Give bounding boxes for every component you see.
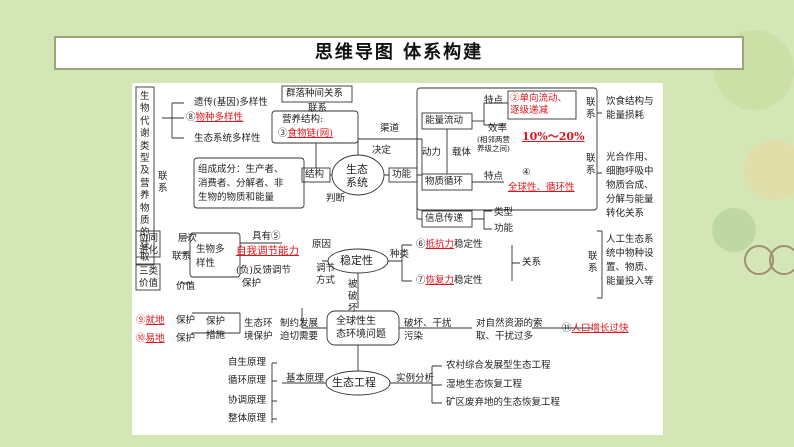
reason-label: 原因 [312,239,331,251]
info-function: 功能 [494,223,513,235]
cycle-feature-value: 全球性、循环性 [508,182,575,194]
in-situ-conservation: ⑨就地 [136,315,165,327]
carrier-label: 载体 [452,147,471,159]
basic-principles-label: 基本原理 [286,373,324,385]
eco-engineering: 生态工程 [332,377,376,389]
resilience-stability: ⑦恢复力稳定性 [416,275,483,287]
example-mine: 矿区废弃地的生态恢复工程 [446,397,560,409]
env-protection: 生态环 境保护 [244,317,273,343]
self-regulation: 自我调节能力 [236,245,299,257]
stability-link: 联 系 [588,251,598,275]
principle-cycle: 循环原理 [228,375,266,387]
cycle-feature-label: 特点 [484,171,503,183]
nutrition-structure-label: 营养结构: [282,114,323,126]
protect-measures: 保护措施 [206,315,225,343]
value-label: 价值 [176,281,195,293]
kind-label: 种类 [390,249,409,261]
efficiency-label: 效率 [488,123,507,135]
info-transfer: 信息传递 [425,213,463,225]
energy-link-2: 联系 [586,153,596,177]
constraint-label: 制约发展 迫切需要 [280,317,318,343]
power-label: 动力 [422,147,441,159]
damage-label: 破坏、干扰 污染 [404,317,452,343]
energy-flow: 能量流动 [425,115,463,127]
regulation-way: 调节 方式 [316,263,335,287]
energy-feature-value: ②单向流动、逐级递减 [510,93,576,117]
protect-label-2: 保护 [176,333,195,345]
bio-link-label: 联系 [172,251,191,263]
food-chain: ③食物链(网) [278,128,333,140]
example-rural: 农村综合发展型生态工程 [446,360,551,372]
destroyed-label: 被 破 坏 [348,279,358,315]
global-env-problem: 全球性生 态环境问题 [336,315,386,341]
page-title: 思维导图 体系构建 [56,38,742,68]
protect-label-1: 保护 [176,315,195,327]
energy-link-1: 联系 [586,97,596,121]
principle-self: 自生原理 [228,357,266,369]
energy-feature-label: 特点 [484,95,503,107]
level-label: 层次 [178,233,197,245]
relation-label: 关系 [522,257,541,269]
ecosystem-composition: 组成成分：生产者、 消费者、分解者、非 生物的物质和能量 [198,163,284,205]
species-diversity: ⑧物种多样性 [186,112,243,124]
population-growth: ⑪人口增长过快 [562,323,629,335]
structure-label: 结构 [305,169,324,181]
link-label-1: 联系 [158,171,168,195]
decide-label: 决定 [372,145,391,157]
negative-feedback: (负)反馈调节 [236,265,291,277]
info-type: 类型 [494,207,513,219]
community-relations: 群落种间关系 [286,88,343,100]
coevolution-box: 协同进化 [139,233,158,257]
three-values-box: 三类价值 [139,266,158,290]
example-wetland: 湿地生态恢复工程 [446,379,522,391]
stability-node: 稳定性 [340,255,373,267]
function-label: 功能 [392,169,411,181]
artificial-ecosystem-note: 人工生态系 统中物种设 置、物质、 能量投入等 [606,233,654,289]
efficiency-note: (相邻两营 养级之间) [477,135,510,153]
biodiversity-box: 生物多 样性 [196,243,225,271]
diet-note: 饮食结构与 能量损耗 [606,95,654,123]
judge-label: 判断 [326,193,345,205]
principle-coordinate: 协调原理 [228,395,266,407]
ex-situ-conservation: ⑩易地 [136,333,165,345]
cycle-feature-no: ④ [522,167,531,179]
resistance-stability: ⑥抵抗力稳定性 [416,239,483,251]
channel-label: 渠道 [380,123,399,135]
demand-label: 对自然资源的索 取、干扰过多 [476,317,543,343]
has-label: 具有⑤ [252,231,281,243]
efficiency-value: 10%～20% [522,131,585,143]
genetic-diversity: 遗传(基因)多样性 [194,97,268,109]
ecosystem-diversity: 生态系统多样性 [194,133,261,145]
ecosystem-node: 生态 系统 [346,163,368,189]
mind-map-panel: 生物 代谢 类型 及营 养物 质的 获取 协同进化 三类价值 ⑨就地 ⑩易地 遗… [132,83,663,435]
principle-whole: 整体原理 [228,413,266,425]
material-cycle: 物质循环 [425,176,463,188]
title-bar: 思维导图 体系构建 [54,36,744,70]
photosynthesis-note: 光合作用、 细胞呼吸中 物质合成、 分解与能量 转化关系 [606,151,654,221]
example-analysis-label: 实例分析 [396,373,434,385]
protect-label: 保护 [242,278,261,290]
